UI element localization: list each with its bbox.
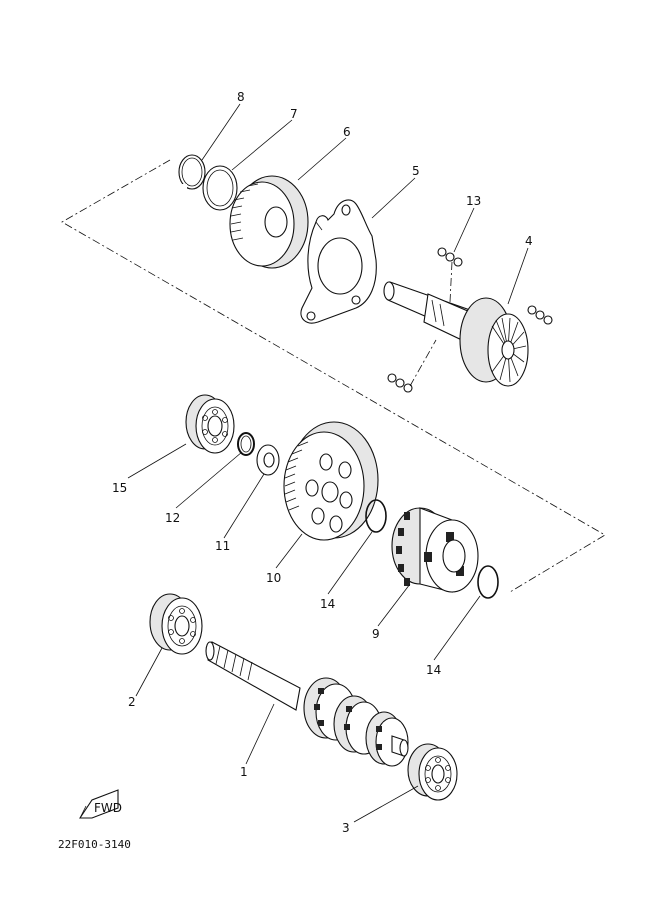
fwd-label: FWD [94,801,122,815]
label-part-5: 5 [412,164,420,178]
part-5-bracket-plate [300,199,377,324]
part-3-bearing [407,743,458,801]
label-part-13: 13 [466,194,481,208]
label-part-14-upper: 14 [320,597,335,611]
part-14-upper-ring [365,499,387,533]
part-6-gear [229,175,309,269]
part-7-washer [202,165,238,211]
part-1-main-shaft [205,641,409,767]
part-13-balls [387,247,553,393]
part-8-circlip [178,154,206,190]
label-part-9: 9 [372,627,380,641]
label-part-4: 4 [525,234,533,248]
fwd-direction-marker: FWD [78,789,122,819]
label-part-15: 15 [112,481,127,495]
label-part-10: 10 [266,571,281,585]
label-part-14-lower: 14 [426,663,441,677]
group-boundary-frame [61,159,606,593]
part-2-bearing [149,593,203,655]
label-part-2: 2 [128,695,136,709]
part-12-circlip [237,432,255,456]
label-part-3: 3 [342,821,350,835]
label-part-7: 7 [290,107,298,121]
label-part-8: 8 [237,90,245,104]
part-4-bevel-gear-shaft [383,281,529,387]
part-11-washer [256,444,280,476]
part-number-labels: 8 7 6 5 13 4 15 12 11 10 14 9 14 2 1 3 [112,90,533,835]
label-part-1: 1 [240,765,248,779]
part-15-bearing [185,394,235,454]
label-part-6: 6 [343,125,351,139]
drawing-code: 22F010-3140 [58,838,131,851]
label-part-12: 12 [165,511,180,525]
part-10-large-gear [283,421,379,541]
part-9-shift-gear [391,507,479,593]
leader-lines [127,103,529,823]
label-part-11: 11 [215,539,230,553]
part-14-lower-ring [477,565,499,599]
